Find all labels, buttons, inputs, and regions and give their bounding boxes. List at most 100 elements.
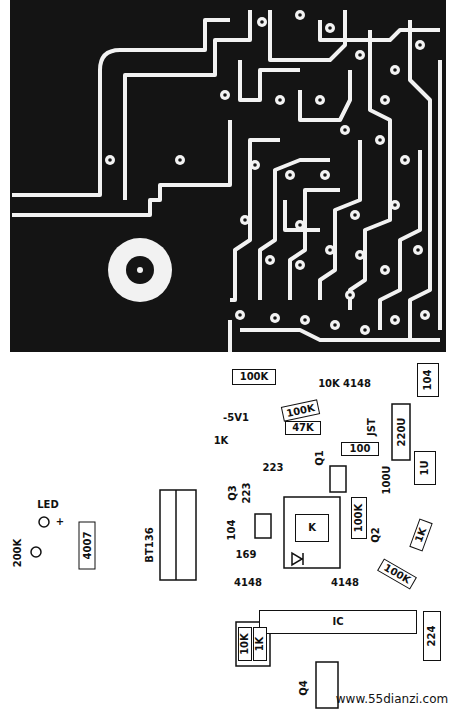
component-box: 224 [423, 611, 441, 661]
part-value: 1K [414, 526, 428, 543]
pad-hole [393, 318, 397, 322]
pad-hole [423, 313, 427, 317]
pad [330, 320, 340, 330]
component-box: 4007 [79, 521, 96, 569]
mounting-hole [126, 256, 154, 284]
pad [275, 95, 285, 105]
pad-hole [268, 258, 272, 262]
part-value: 4007 [82, 531, 92, 559]
part-value: 47K [292, 423, 314, 433]
pad-hole [348, 293, 352, 297]
pad-hole [378, 138, 382, 142]
pad [415, 40, 425, 50]
mounting-ring [108, 238, 172, 302]
pad [380, 265, 390, 275]
component-box: 104 [417, 363, 439, 397]
part-value: IC [332, 617, 343, 627]
part-value: 10K [240, 633, 250, 655]
part-label: 200K [13, 538, 23, 569]
pad-hole [298, 263, 302, 267]
pad [390, 315, 400, 325]
watermark: www.55dianzi.com [335, 693, 449, 705]
led-pad [31, 547, 41, 557]
part-value: 100K [354, 504, 364, 533]
component-box: 10K [238, 627, 252, 661]
component-box: 1U [414, 451, 436, 485]
pad-hole [323, 173, 327, 177]
pad-hole [328, 248, 332, 252]
pad [270, 313, 280, 323]
part-label: 169 [235, 550, 258, 560]
pad-hole [303, 318, 307, 322]
relay-outline [284, 497, 340, 568]
pad [390, 200, 400, 210]
part-label: JST [367, 417, 377, 437]
pad [295, 260, 305, 270]
silkscreen [31, 404, 410, 708]
pad [285, 170, 295, 180]
pad [240, 215, 250, 225]
part-value: 224 [427, 626, 437, 647]
part-label: 220U [397, 417, 407, 448]
copper-board [10, 0, 446, 352]
pad [375, 135, 385, 145]
part-label: 104 [227, 519, 237, 542]
transistor-outline [316, 662, 338, 708]
pad-hole [343, 128, 347, 132]
pad [257, 17, 267, 27]
component-box: K [295, 514, 329, 542]
part-label: 4148 [233, 578, 263, 588]
part-label: Q2 [371, 526, 381, 543]
pad-hole [223, 93, 227, 97]
part-value: 1K [255, 637, 265, 652]
pad [400, 155, 410, 165]
component-box: 47K [285, 421, 321, 435]
pad-hole [328, 26, 332, 30]
part-value: 100 [350, 444, 371, 454]
part-label: Q4 [299, 679, 309, 696]
pad-hole [298, 223, 302, 227]
pad-hole [333, 323, 337, 327]
isolation-gaps [12, 10, 440, 352]
led-pad [39, 517, 49, 527]
solder-pads [105, 10, 430, 335]
pad [295, 10, 305, 20]
pad-hole [383, 98, 387, 102]
pad-hole [273, 316, 277, 320]
part-value: K [308, 523, 316, 533]
part-value: 100K [382, 563, 412, 586]
part-label: Q3 [228, 484, 238, 501]
pad-hole [260, 20, 264, 24]
pad-hole [358, 253, 362, 257]
component-box: 100 [341, 442, 379, 456]
part-label: -5V1 [222, 413, 250, 423]
pad [220, 90, 230, 100]
pad [320, 170, 330, 180]
pad [380, 95, 390, 105]
pad [175, 155, 185, 165]
pad [350, 210, 360, 220]
part-label: BT136 [145, 526, 155, 563]
component-box: 1K [409, 519, 432, 552]
pad [355, 50, 365, 60]
component-box: 1K [253, 627, 267, 661]
pad-hole [243, 218, 247, 222]
pad-hole [288, 173, 292, 177]
part-label: + [55, 517, 65, 527]
part-label: 4148 [330, 578, 360, 588]
pad-hole [383, 268, 387, 272]
pad-hole [278, 98, 282, 102]
part-label: 10K [317, 379, 341, 389]
capacitor-outline [255, 514, 271, 538]
component-box: 100K [377, 558, 417, 589]
pad [250, 160, 260, 170]
pad [340, 125, 350, 135]
part-label: 1K [213, 436, 230, 446]
component-box: 100K [351, 497, 367, 539]
pad [235, 310, 245, 320]
pad [390, 65, 400, 75]
triac-outline [160, 490, 196, 580]
electrolytic-outline [392, 404, 410, 460]
